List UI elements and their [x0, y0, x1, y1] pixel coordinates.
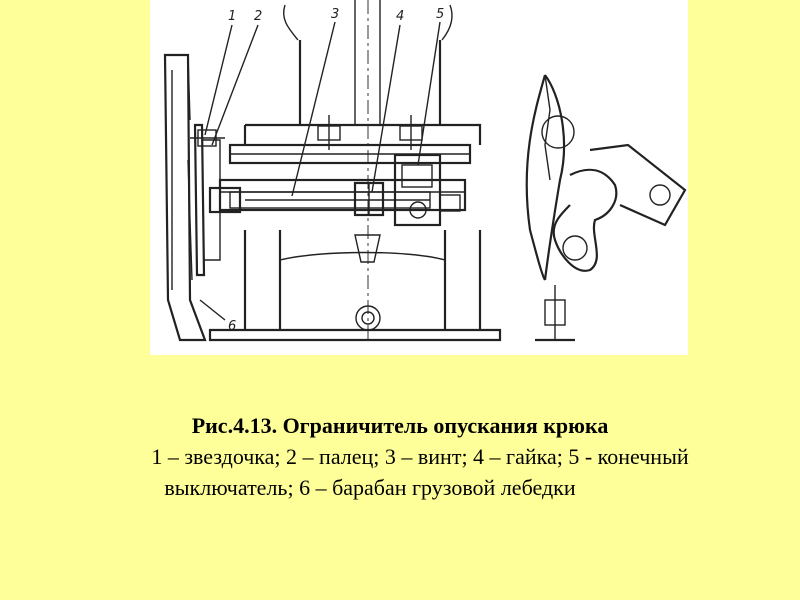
drawing-svg: 1 2 3 4 5 6 [163, 0, 687, 342]
label-screw: 3 [331, 7, 339, 22]
label-limit-switch: 5 [436, 7, 444, 22]
technical-drawing: 1 2 3 4 5 6 [150, 0, 688, 355]
drum-body [163, 53, 207, 342]
label-drum: 6 [228, 319, 236, 334]
sprocket-plate [193, 123, 221, 277]
hook-side-view [525, 74, 687, 342]
caption-legend-line-2: выключатель; 6 – барабан грузовой лебедк… [164, 475, 576, 500]
figure-caption: Рис.4.13. Ограничитель опускания крюка 1… [0, 410, 800, 503]
caption-title: Рис.4.13. Ограничитель опускания крюка [191, 413, 609, 438]
label-nut: 4 [396, 9, 404, 24]
limit-switch [393, 153, 461, 227]
lower-supports [208, 230, 502, 342]
leader-lines [199, 21, 441, 321]
label-pin: 2 [254, 9, 262, 24]
screw-shaft [208, 186, 431, 214]
caption-legend-line-1: 1 – звездочка; 2 – палец; 3 – винт; 4 – … [151, 444, 689, 469]
pin-bolt [190, 129, 225, 147]
housing [243, 0, 482, 340]
nut-block [353, 181, 385, 217]
label-sprocket: 1 [228, 9, 236, 24]
